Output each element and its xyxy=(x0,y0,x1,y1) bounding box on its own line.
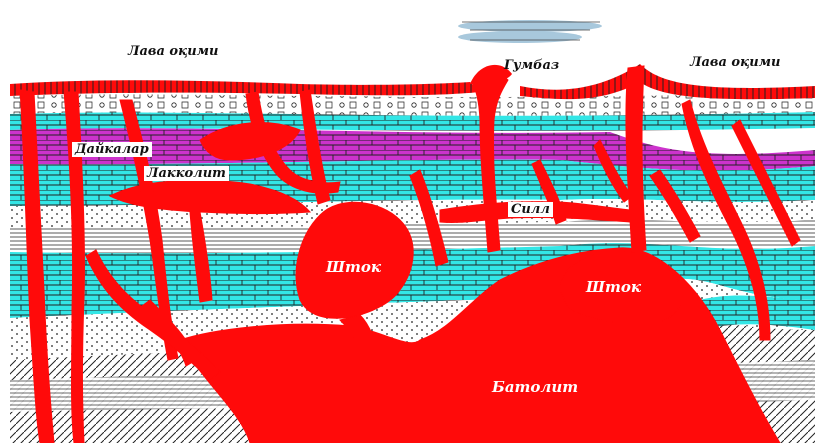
dome-label: Гумбаз xyxy=(504,59,559,72)
sill-label: Силл xyxy=(508,202,553,217)
lava-flow-left-label: Лава оқими xyxy=(128,45,218,58)
laccolith-label: Лакколит xyxy=(144,166,229,181)
stock-right-label: Шток xyxy=(586,280,641,295)
batholith-label: Батолит xyxy=(492,380,578,395)
stock-left-label: Шток xyxy=(326,260,381,275)
lava-flow-right-label: Лава оқими xyxy=(690,56,780,69)
dikes-label: Дайкалар xyxy=(72,142,152,157)
cloud xyxy=(458,20,602,43)
